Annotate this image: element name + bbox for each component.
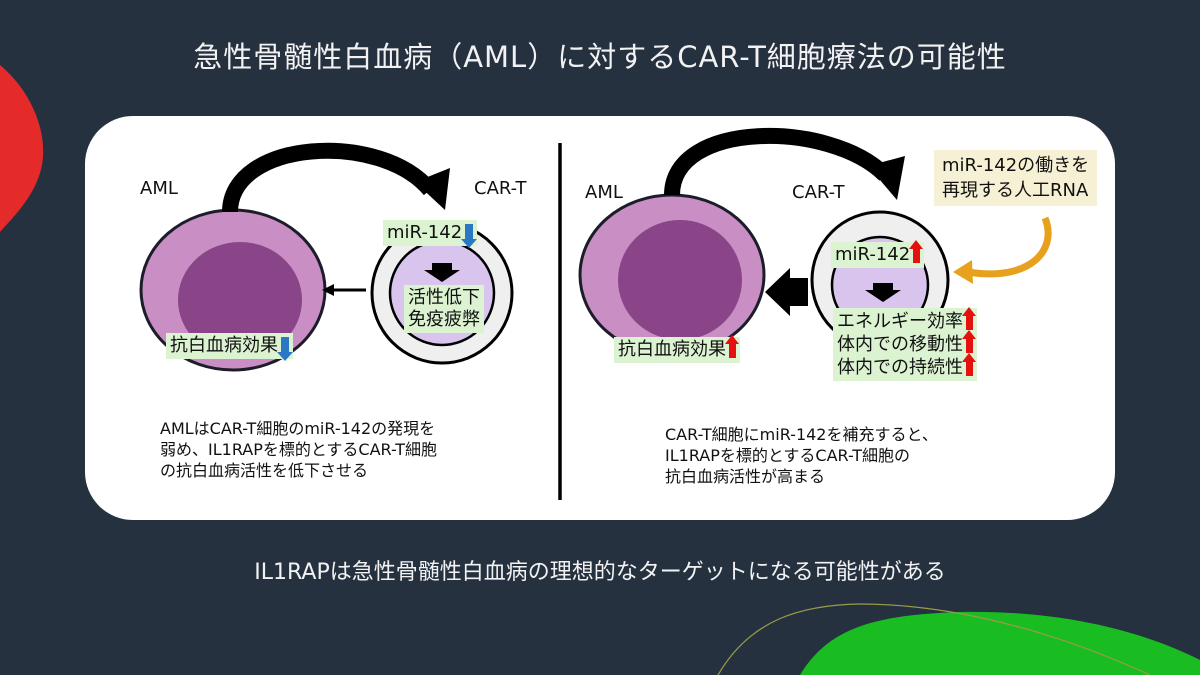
left-caption: AMLはCAR-T細胞のmiR-142の発現を 弱め、IL1RAPを標的とするC… [160, 418, 437, 481]
olive-line-decoration [717, 603, 1151, 675]
right-effect-line: 体内での持続性 [837, 353, 976, 379]
left-curved-arrow [222, 142, 437, 213]
artificial-rna-line: miR-142の働きを [942, 155, 1090, 176]
artificial-rna-arrow [967, 216, 1052, 278]
left-mir-label: miR-142 [387, 222, 463, 243]
left-effect-line: 活性低下 [408, 287, 480, 308]
right-caption-line: CAR-T細胞にmiR-142を補充すると、 [665, 425, 938, 444]
right-curved-arrowhead [868, 156, 905, 200]
left-effect-box: 活性低下 免疫疲弊 [404, 285, 484, 333]
right-effect-line: 体内での移動性 [837, 330, 976, 356]
right-mir-label: miR-142 [835, 244, 911, 265]
up-arrow-icon [725, 335, 739, 358]
left-mir-badge: miR-142 [383, 220, 478, 248]
down-arrow-icon [461, 224, 478, 248]
up-arrow-icon [962, 330, 976, 353]
slide-conclusion: IL1RAPは急性骨髄性白血病の理想的なターゲットになる可能性がある [254, 560, 946, 585]
green-blob-decoration [800, 611, 1200, 675]
up-arrow-icon [909, 240, 924, 263]
left-antileukemia-label: 抗白血病効果 [170, 335, 278, 356]
right-cart-label: CAR-T [792, 182, 845, 203]
up-arrow-icon [962, 353, 976, 376]
up-arrow-icon [962, 307, 976, 330]
right-effect-box: エネルギー効率 体内での移動性 体内での持続性 [833, 307, 977, 381]
right-aml-label: AML [585, 182, 623, 203]
left-aml-label: AML [140, 178, 178, 199]
right-effect-line: エネルギー効率 [837, 307, 976, 333]
right-caption: CAR-T細胞にmiR-142を補充すると、 IL1RAPを標的とするCAR-T… [665, 424, 938, 487]
right-aml-cell [578, 193, 766, 357]
slide-title: 急性骨髄性白血病（AML）に対するCAR-T細胞療法の可能性 [193, 40, 1007, 74]
right-inner-down-arrow [865, 283, 901, 302]
right-caption-line: 抗白血病活性が高まる [665, 467, 826, 486]
left-antileukemia-badge: 抗白血病効果 [166, 333, 293, 361]
down-arrow-icon [277, 337, 293, 361]
right-curved-arrow [664, 128, 891, 196]
right-caption-line: IL1RAPを標的とするCAR-T細胞の [665, 446, 911, 465]
left-caption-line: 弱め、IL1RAPを標的とするCAR-T細胞 [160, 440, 438, 459]
left-curved-arrowhead [415, 168, 450, 210]
left-cart-label: CAR-T [474, 178, 527, 199]
right-antileukemia-label: 抗白血病効果 [618, 339, 726, 360]
right-antileukemia-badge: 抗白血病効果 [614, 335, 740, 363]
artificial-rna-line: 再現する人工RNA [942, 180, 1089, 201]
artificial-rna-note: miR-142の働きを 再現する人工RNA [934, 150, 1098, 206]
left-effect-line: 免疫疲弊 [408, 309, 480, 330]
right-block-arrow [765, 268, 808, 316]
left-caption-line: の抗白血病活性を低下させる [160, 461, 369, 480]
red-blob-decoration [0, 65, 44, 232]
left-inner-down-arrow [424, 263, 460, 282]
right-mir-badge: miR-142 [831, 240, 925, 268]
left-caption-line: AMLはCAR-T細胞のmiR-142の発現を [160, 419, 436, 438]
